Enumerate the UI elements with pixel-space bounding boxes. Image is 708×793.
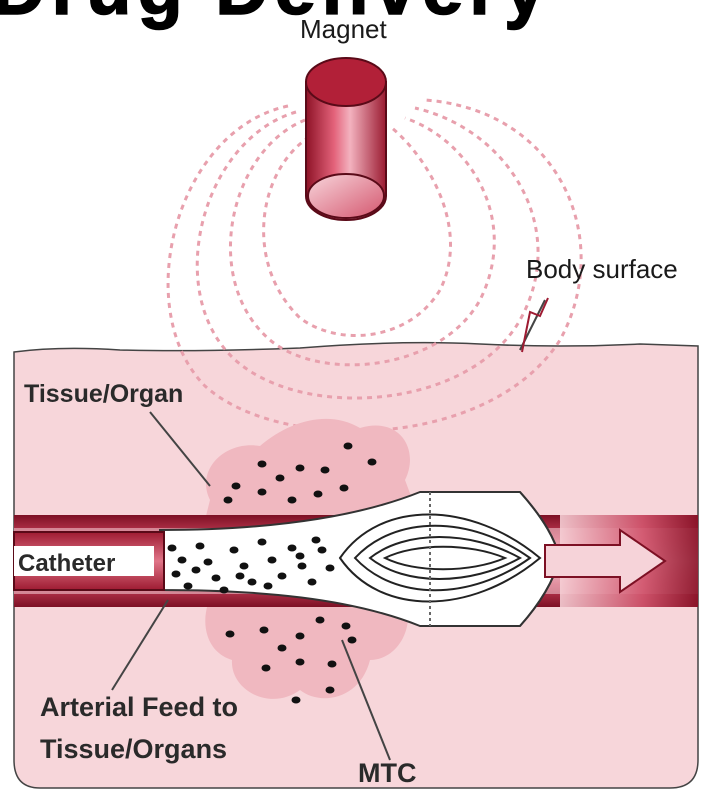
particle (230, 547, 239, 554)
particle (296, 659, 305, 666)
particle (278, 645, 287, 652)
particle (328, 661, 337, 668)
particle (342, 623, 351, 630)
particle (258, 461, 267, 468)
particle (321, 467, 330, 474)
particle (258, 539, 267, 546)
particle (316, 617, 325, 624)
particle (344, 443, 353, 450)
header-fragment: Drug Delivery (0, 0, 551, 30)
particle (368, 459, 377, 466)
arterial-feed-label-line1: Arterial Feed to (40, 692, 238, 722)
particle (264, 583, 273, 590)
particle (348, 637, 357, 644)
particle (288, 545, 297, 552)
particle (178, 557, 187, 564)
particle (326, 565, 335, 572)
particle (288, 497, 297, 504)
particle (296, 633, 305, 640)
particle (262, 665, 271, 672)
particle (212, 575, 221, 582)
particle (276, 475, 285, 482)
body-surface-label: Body surface (526, 254, 678, 284)
particle (296, 553, 305, 560)
particle (340, 485, 349, 492)
particle (220, 587, 229, 594)
particle (204, 559, 213, 566)
particle (168, 545, 177, 552)
particle (196, 543, 205, 550)
particle (240, 563, 249, 570)
particle (312, 537, 321, 544)
mtc-label: MTC (358, 758, 416, 788)
particle (318, 547, 327, 554)
particle (278, 573, 287, 580)
magnet-label: Magnet (300, 14, 387, 44)
particle (308, 579, 317, 586)
particle (292, 697, 301, 704)
particle (298, 563, 307, 570)
arterial-feed-label-line2: Tissue/Organs (40, 734, 227, 764)
particle (226, 631, 235, 638)
particle (248, 579, 257, 586)
particle (296, 465, 305, 472)
particle (236, 573, 245, 580)
particle (172, 571, 181, 578)
particle (314, 491, 323, 498)
tissue-organ-label: Tissue/Organ (24, 380, 183, 408)
magnet (306, 58, 386, 220)
particle (326, 687, 335, 694)
particle (192, 567, 201, 574)
particle (260, 627, 269, 634)
particle (232, 483, 241, 490)
catheter-label: Catheter (18, 550, 115, 577)
particle (184, 583, 193, 590)
particle (224, 497, 233, 504)
particle (258, 489, 267, 496)
particle (268, 557, 277, 564)
